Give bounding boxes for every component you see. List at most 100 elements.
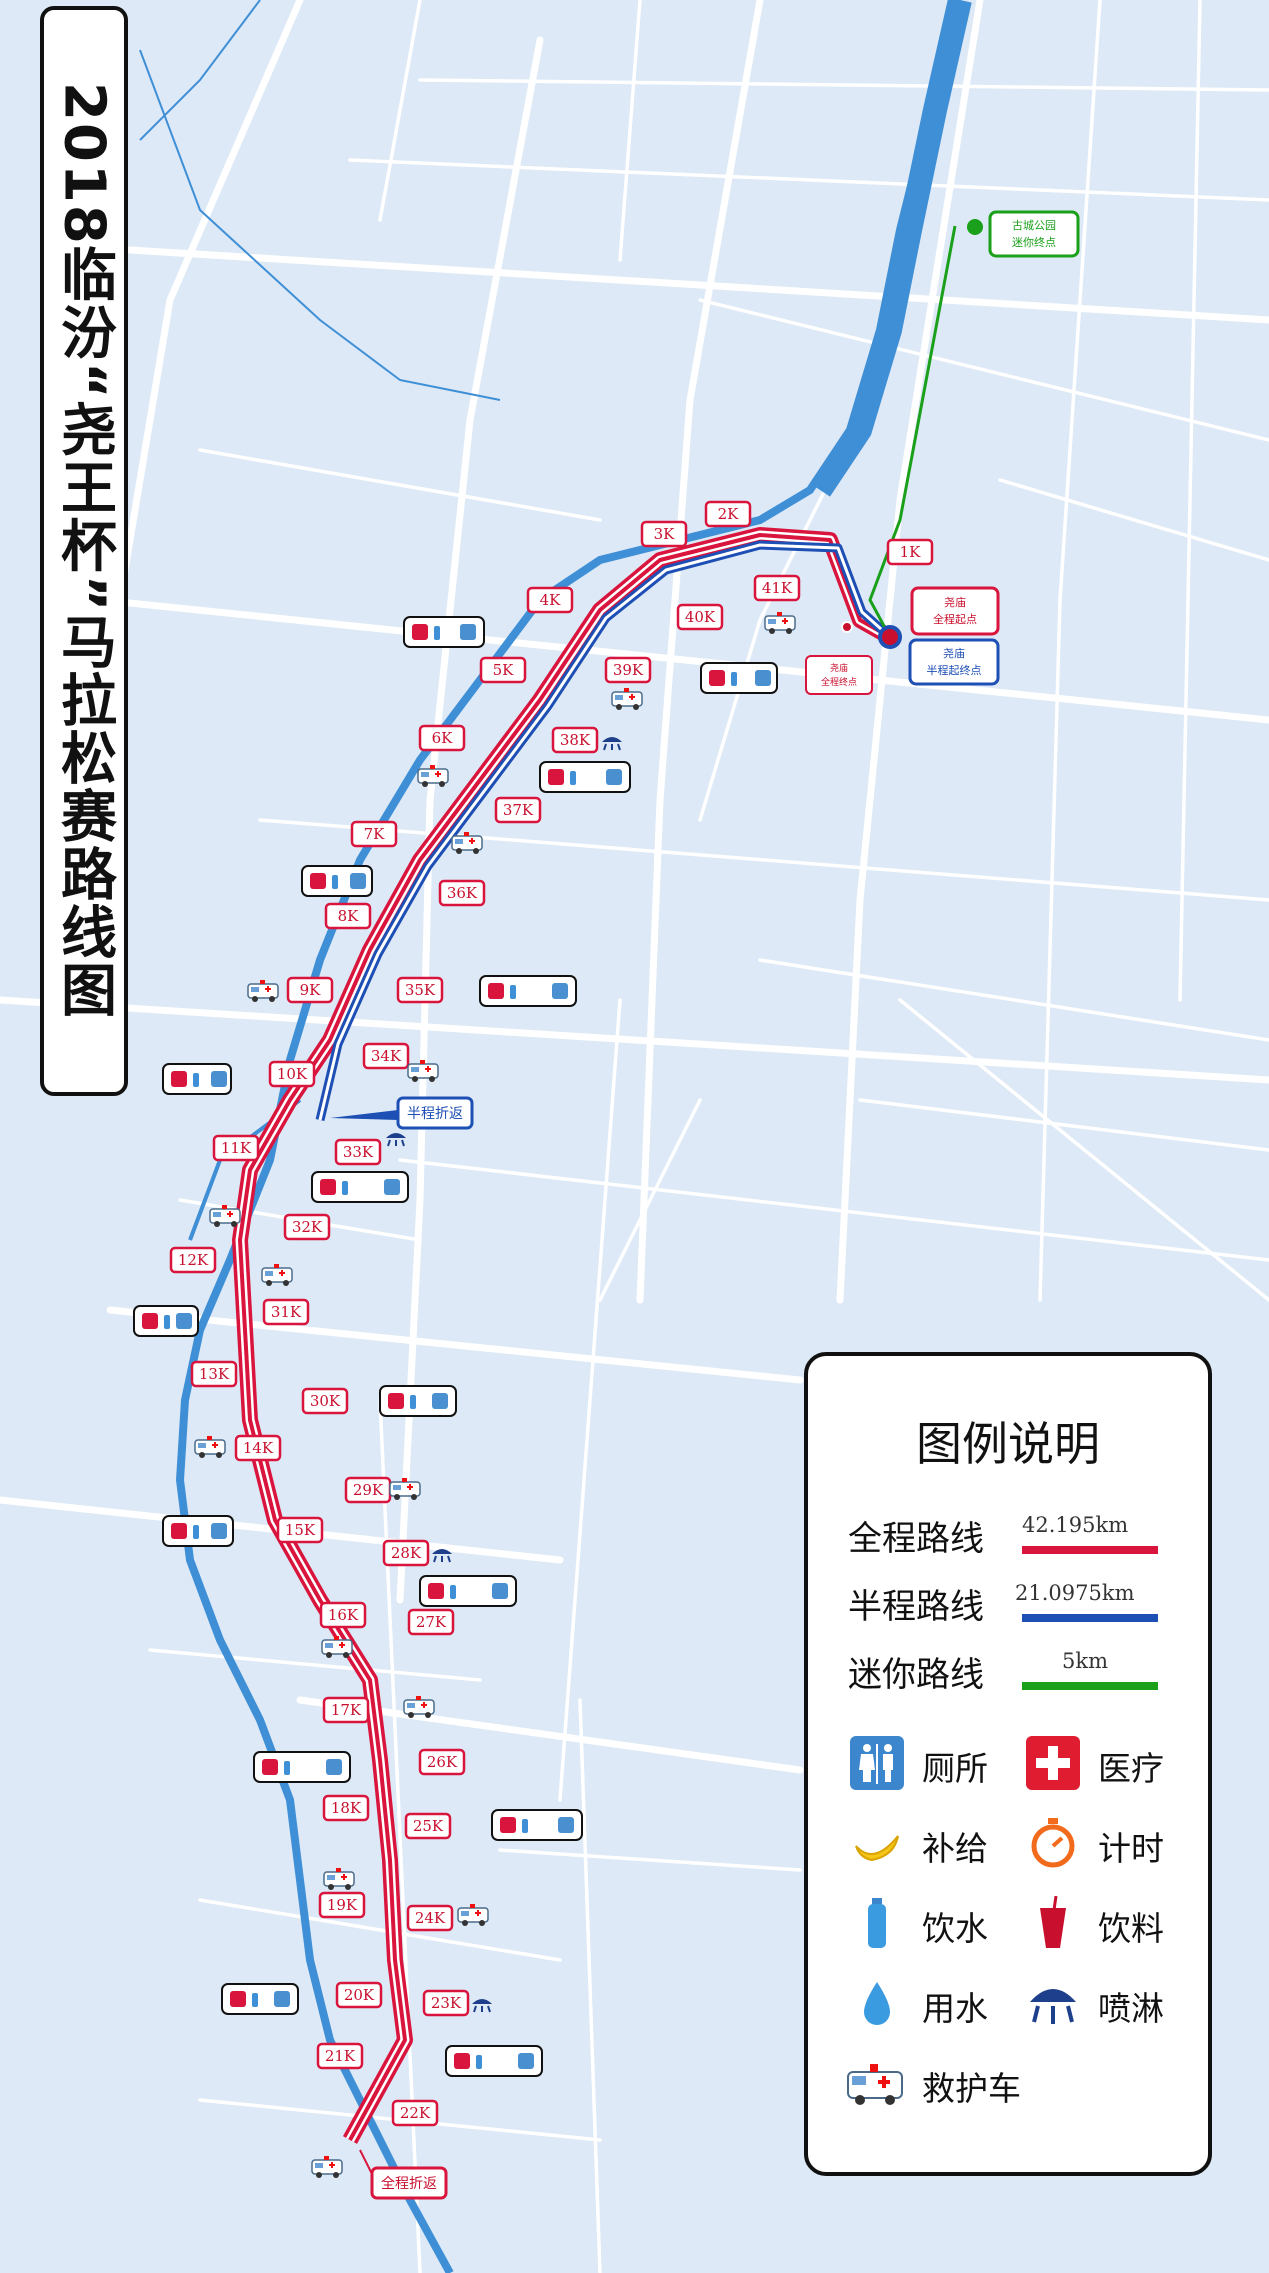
km-marker-label: 15K [285, 1521, 316, 1539]
drink-cup-icon [1040, 1896, 1066, 1948]
km-marker-28K: 28K [382, 1539, 430, 1567]
mini-route [868, 219, 983, 638]
full-route [232, 527, 894, 2144]
km-marker-box [396, 976, 444, 1004]
km-marker-label: 33K [343, 1143, 374, 1161]
km-marker-21K: 21K [316, 2042, 364, 2070]
km-marker-label: 10K [277, 1065, 308, 1083]
km-marker-box [322, 1794, 370, 1822]
km-marker-33K: 33K [334, 1138, 382, 1166]
legend-mini-route-distance: 5km [1062, 1649, 1108, 1673]
km-marker-box [676, 603, 724, 631]
km-marker-38K: 38K [551, 726, 599, 754]
km-marker-41K: 41K [753, 574, 801, 602]
legend-panel: 图例说明 全程路线 42.195km 半程路线 21.0975km 迷你路线 5… [804, 1352, 1212, 2176]
km-marker-box [640, 520, 688, 548]
km-marker-34K: 34K [362, 1042, 410, 1070]
km-marker-label: 5K [493, 661, 515, 679]
km-marker-label: 34K [371, 1047, 402, 1065]
km-marker-label: 7K [364, 825, 386, 843]
km-marker-label: 25K [413, 1817, 444, 1835]
legend-drink-cup-label: 饮料 [1098, 1909, 1164, 1948]
km-marker-box [404, 1812, 452, 1840]
km-marker-label: 14K [243, 1439, 274, 1457]
page-title: 2018临汾“尧王杯”马拉松赛路线图 [51, 82, 117, 1020]
km-marker-1K: 1K [886, 538, 934, 566]
km-marker-label: 31K [271, 1303, 302, 1321]
km-marker-box [526, 586, 574, 614]
km-marker-27K: 27K [407, 1608, 455, 1636]
legend-medical-label: 医疗 [1098, 1749, 1164, 1788]
km-marker-40K: 40K [676, 603, 724, 631]
km-marker-label: 36K [447, 884, 478, 902]
km-marker-label: 20K [344, 1986, 375, 2004]
callout-half-start: 尧庙 半程起终点 [908, 638, 1000, 686]
callout-mini-finish: 古城公园 迷你终点 [988, 210, 1080, 258]
km-marker-7K: 7K [350, 820, 398, 848]
legend-title: 图例说明 [916, 1417, 1100, 1471]
km-marker-label: 6K [432, 729, 454, 747]
km-marker-14K: 14K [234, 1434, 282, 1462]
legend-half-route-label: 半程路线 [848, 1587, 984, 1627]
legend-half-route-line [1022, 1614, 1158, 1622]
km-marker-box [268, 1060, 316, 1088]
km-marker-31K: 31K [262, 1298, 310, 1326]
legend-banana-label: 补给 [922, 1829, 988, 1868]
shower-icon [1030, 1989, 1076, 2024]
km-marker-box [316, 2042, 364, 2070]
km-marker-23K: 23K [422, 1989, 470, 2017]
km-marker-box [283, 1213, 331, 1241]
km-marker-20K: 20K [335, 1981, 383, 2009]
km-marker-16K: 16K [319, 1601, 367, 1629]
km-marker-box [286, 976, 334, 1004]
timer-icon [1031, 1818, 1075, 1868]
km-marker-label: 27K [416, 1613, 447, 1631]
km-marker-box [319, 1601, 367, 1629]
km-marker-box [391, 2099, 439, 2127]
km-marker-39K: 39K [604, 656, 652, 684]
km-marker-label: 9K [300, 981, 322, 999]
km-marker-box [334, 1138, 382, 1166]
km-marker-label: 37K [503, 801, 534, 819]
km-marker-box [335, 1981, 383, 2009]
km-marker-label: 16K [328, 1606, 359, 1624]
km-marker-35K: 35K [396, 976, 444, 1004]
km-marker-label: 28K [391, 1544, 422, 1562]
km-marker-label: 4K [540, 591, 562, 609]
finish-point [841, 621, 853, 633]
km-marker-36K: 36K [438, 879, 486, 907]
km-marker-label: 17K [331, 1701, 362, 1719]
km-marker-label: 30K [310, 1392, 341, 1410]
km-marker-15K: 15K [276, 1516, 324, 1544]
km-marker-6K: 6K [418, 724, 466, 752]
callout-half-turn: 半程折返 [330, 1096, 474, 1130]
km-marker-label: 8K [338, 907, 360, 925]
callout-full-finish: 尧庙 全程终点 [805, 655, 873, 695]
km-marker-37K: 37K [494, 796, 542, 824]
km-marker-box [234, 1434, 282, 1462]
km-marker-label: 23K [431, 1994, 462, 2012]
km-marker-box [479, 656, 527, 684]
callout-half-turn-text: 半程折返 [407, 1106, 463, 1122]
callout-full-start-l2: 全程起点 [933, 612, 977, 626]
km-marker-12K: 12K [169, 1246, 217, 1274]
km-marker-label: 29K [353, 1481, 384, 1499]
callout-half-start-l2: 半程起终点 [927, 663, 982, 677]
water-bottle-icon [868, 1898, 886, 1948]
callout-full-start: 尧庙 全程起点 [910, 586, 1000, 636]
km-marker-box [169, 1246, 217, 1274]
km-marker-label: 26K [427, 1753, 458, 1771]
km-marker-label: 1K [900, 543, 922, 561]
km-marker-box [753, 574, 801, 602]
km-marker-box [422, 1989, 470, 2017]
km-markers: 1K2K3K4K5K6K7K8K9K10K11K12K13K14K15K16K1… [169, 500, 934, 2127]
callout-full-start-l1: 尧庙 [944, 595, 966, 609]
km-marker-29K: 29K [344, 1476, 392, 1504]
water-drop-icon [864, 1982, 890, 2025]
km-marker-17K: 17K [322, 1696, 370, 1724]
km-marker-label: 13K [199, 1365, 230, 1383]
legend-full-route-line [1022, 1546, 1158, 1554]
km-marker-13K: 13K [190, 1360, 238, 1388]
medical-icon [1026, 1736, 1080, 1790]
